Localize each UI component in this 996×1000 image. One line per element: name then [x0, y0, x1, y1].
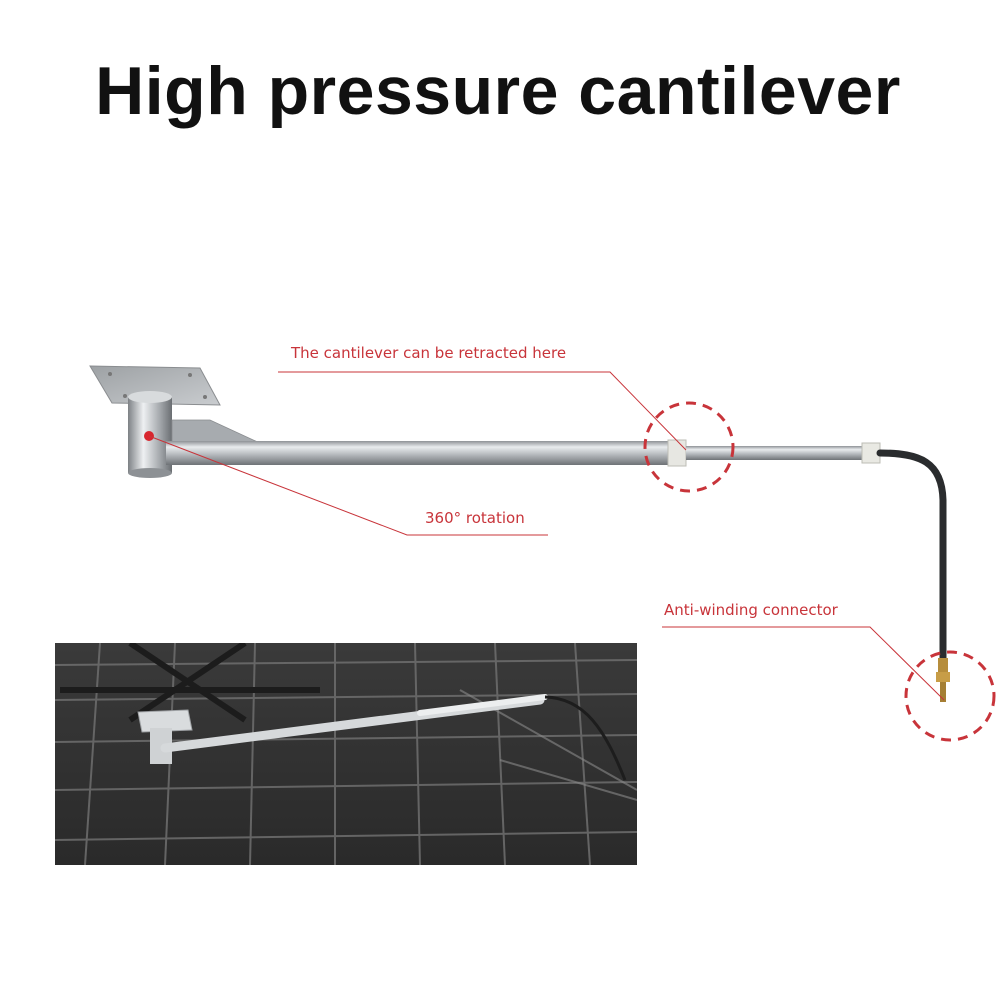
installed-photo [55, 643, 637, 865]
page-title: High pressure cantilever [95, 53, 901, 129]
rotation-joint [128, 391, 172, 478]
mounting-plate [89, 365, 221, 406]
callout-rotation-label: 360° rotation [425, 509, 525, 527]
callout-retract-label: The cantilever can be retracted here [291, 344, 567, 362]
anti-winding-connector [936, 658, 950, 702]
callout-connector-label: Anti-winding connector [664, 601, 838, 619]
outer-tube [166, 441, 670, 465]
callout-lines [148, 371, 945, 701]
retract-highlight-circle [643, 401, 735, 493]
connector-highlight-circle [904, 650, 996, 742]
inner-tube [686, 446, 866, 460]
retract-collar [667, 439, 687, 467]
hose [876, 449, 947, 664]
